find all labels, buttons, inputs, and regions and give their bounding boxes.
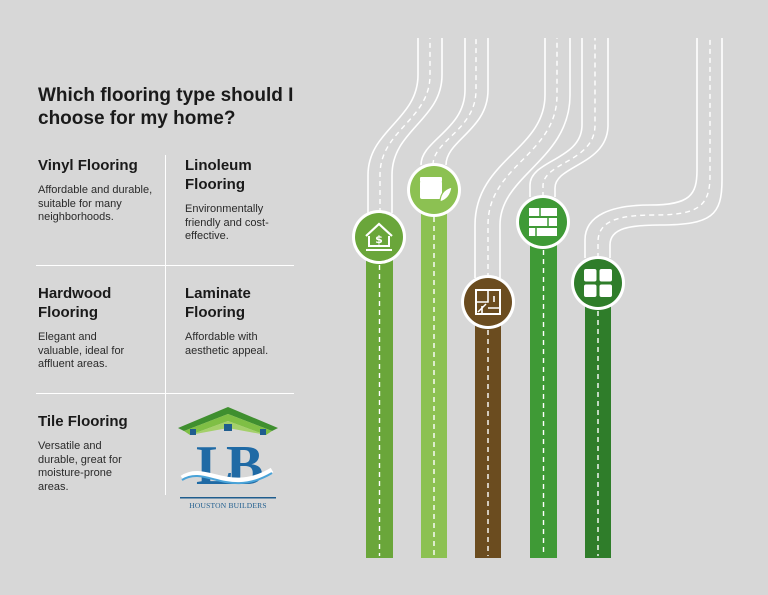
tile-grid-icon xyxy=(571,256,625,310)
laminate-flooring-card: Laminate Flooring Affordable with aesthe… xyxy=(185,284,285,358)
house-dollar-icon: $ xyxy=(352,210,406,264)
tile-flooring-description: Versatile and durable, great for moistur… xyxy=(38,440,122,493)
grid-divider-bottom xyxy=(36,393,294,394)
grid-divider-top xyxy=(36,265,294,266)
laminate-flooring-heading: Laminate Flooring xyxy=(185,285,251,321)
svg-text:$: $ xyxy=(375,233,383,246)
hardwood-flooring-card: Hardwood Flooring Elegant and valuable, … xyxy=(38,284,138,372)
laminate-flooring-description: Affordable with aesthetic appeal. xyxy=(185,331,269,357)
road-1 xyxy=(366,238,393,558)
logo-company-name: HOUSTON BUILDERS xyxy=(189,501,267,510)
road-background-lines xyxy=(367,38,723,278)
vinyl-flooring-heading: Vinyl Flooring xyxy=(38,157,138,174)
linoleum-flooring-card: Linoleum Flooring Environmentally friend… xyxy=(185,156,285,244)
houston-builders-emblem: L B xyxy=(178,407,278,499)
hardwood-plan-icon xyxy=(461,275,515,329)
laminate-planks-icon xyxy=(516,195,570,249)
linoleum-flooring-description: Environmentally friendly and cost-effect… xyxy=(185,203,269,242)
svg-text:L: L xyxy=(196,435,233,497)
page-title: Which flooring type should I choose for … xyxy=(38,85,294,129)
svg-text:B: B xyxy=(226,435,263,497)
hardwood-flooring-heading: Hardwood Flooring xyxy=(38,285,112,321)
houston-builders-logo: L B HOUSTON BUILDERS xyxy=(176,404,280,516)
vinyl-flooring-description: Affordable and durable, suitable for man… xyxy=(38,184,153,223)
linoleum-flooring-heading: Linoleum Flooring xyxy=(185,157,252,193)
box-leaf-icon xyxy=(407,163,461,217)
road-center-dashes xyxy=(378,217,599,556)
road-center-dashes-background xyxy=(379,38,711,278)
vinyl-flooring-card: Vinyl Flooring Affordable and durable, s… xyxy=(38,156,158,225)
hardwood-flooring-description: Elegant and valuable, ideal for affluent… xyxy=(38,331,125,370)
grid-vertical-divider xyxy=(165,155,166,495)
tile-flooring-card: Tile Flooring Versatile and durable, gre… xyxy=(38,412,138,494)
tile-flooring-heading: Tile Flooring xyxy=(38,413,128,430)
